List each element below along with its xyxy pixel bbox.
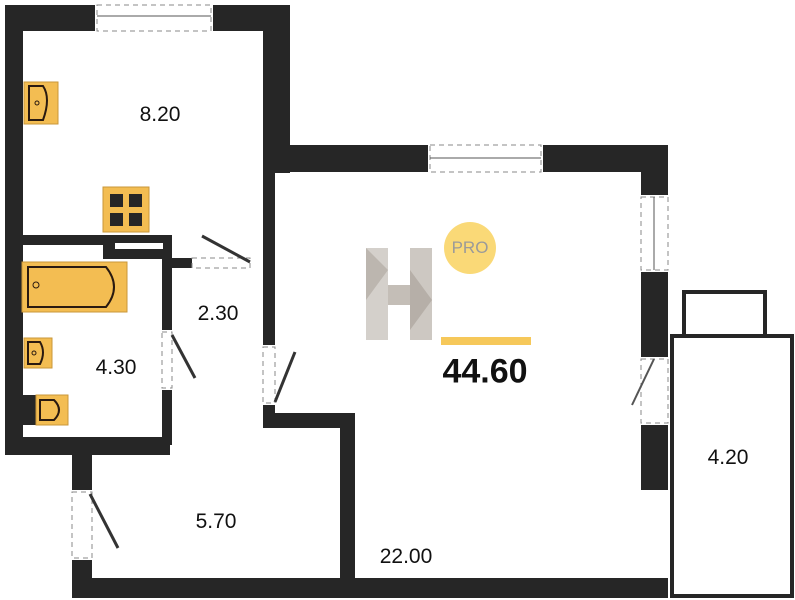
pro-badge: PRO bbox=[444, 222, 496, 274]
toilet-icon bbox=[22, 394, 69, 426]
room-area-kitchen: 8.20 bbox=[139, 103, 181, 126]
windows bbox=[96, 4, 669, 424]
room-area-bathroom: 4.30 bbox=[95, 356, 137, 379]
doors bbox=[71, 234, 297, 559]
room-area-corridor: 2.30 bbox=[197, 302, 239, 325]
fixtures bbox=[21, 81, 150, 426]
room-area-hall: 5.70 bbox=[195, 510, 237, 533]
h-logo bbox=[366, 248, 432, 340]
walls bbox=[5, 5, 668, 598]
washbasin-icon bbox=[23, 337, 53, 369]
room-area-living-room: 22.00 bbox=[379, 545, 433, 568]
bathtub-icon bbox=[21, 261, 128, 313]
total-area: 44.60 bbox=[442, 352, 528, 391]
room-area-balcony: 4.20 bbox=[707, 446, 749, 469]
kitchen-sink-icon bbox=[23, 81, 59, 125]
accent-bar bbox=[441, 337, 531, 345]
stove-icon bbox=[102, 186, 150, 233]
balcony bbox=[670, 290, 794, 598]
